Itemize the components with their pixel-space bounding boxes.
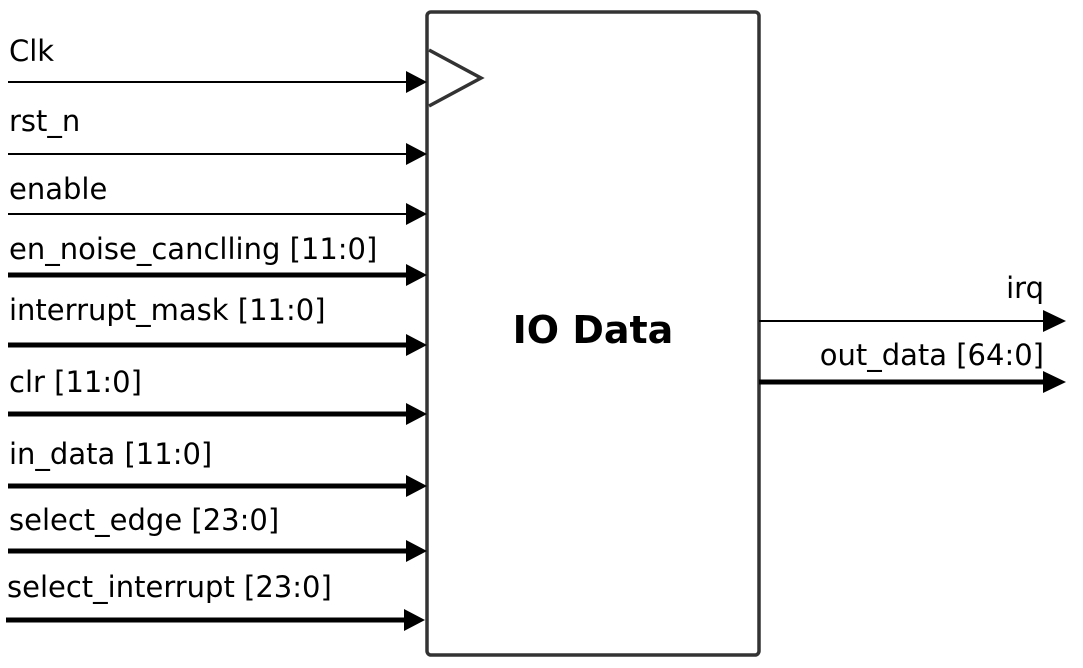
output-signal-out-data: out_data [64:0] (759, 338, 1066, 393)
arrowhead-icon (406, 143, 427, 165)
input-signal-rst-n: rst_n (8, 104, 427, 165)
input-signal-interrupt-mask: interrupt_mask [11:0] (8, 293, 427, 356)
clock-marker-icon (428, 48, 485, 108)
arrowhead-icon (406, 71, 427, 93)
arrowhead-icon (406, 334, 427, 356)
input-signal-clr: clr [11:0] (8, 365, 427, 425)
input-label: Clk (9, 34, 54, 68)
output-label: out_data [64:0] (820, 338, 1044, 372)
arrowhead-icon (404, 609, 425, 631)
block-title: IO Data (513, 308, 674, 352)
arrowhead-icon (1043, 310, 1066, 332)
input-signal-en-noise-canclling: en_noise_canclling [11:0] (8, 232, 427, 286)
input-label: interrupt_mask [11:0] (9, 293, 326, 327)
input-label: en_noise_canclling [11:0] (9, 232, 377, 266)
input-label: enable (9, 172, 107, 206)
output-label: irq (1006, 271, 1044, 305)
arrowhead-icon (406, 475, 427, 497)
input-label: select_interrupt [23:0] (7, 570, 332, 604)
arrowhead-icon (406, 403, 427, 425)
input-signal-select-edge: select_edge [23:0] (8, 503, 427, 562)
output-signal-irq: irq (759, 271, 1066, 332)
input-label: select_edge [23:0] (9, 503, 279, 537)
input-signal-in-data: in_data [11:0] (8, 437, 427, 497)
arrowhead-icon (406, 264, 427, 286)
input-label: rst_n (9, 104, 80, 138)
input-signal-clk: Clk (8, 34, 427, 93)
input-label: clr [11:0] (9, 365, 142, 399)
input-label: in_data [11:0] (9, 437, 212, 471)
arrowhead-icon (406, 203, 427, 225)
io-data-block (425, 10, 761, 657)
arrowhead-icon (406, 540, 427, 562)
input-signal-enable: enable (8, 172, 427, 225)
input-signal-select-interrupt: select_interrupt [23:0] (6, 570, 425, 631)
arrowhead-icon (1043, 371, 1066, 393)
